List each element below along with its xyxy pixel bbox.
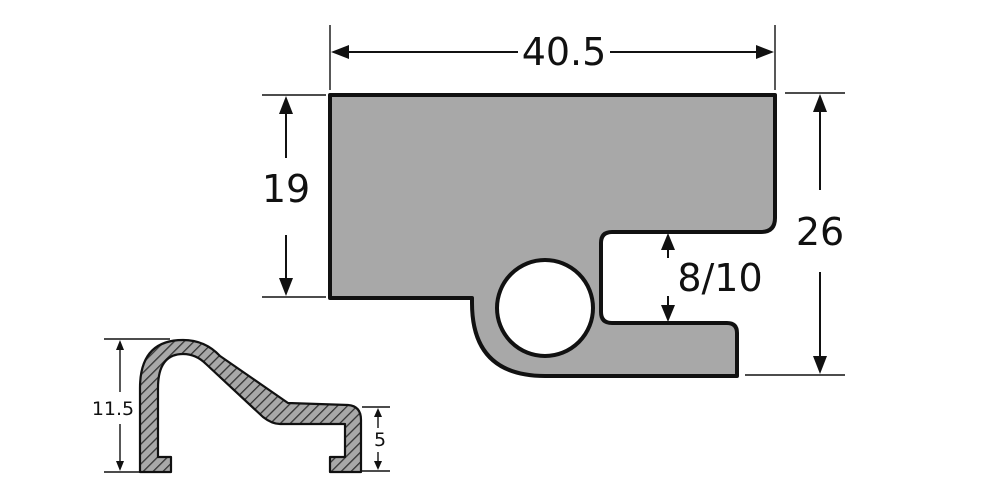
dimension-slot: 8/10 bbox=[661, 233, 763, 322]
arrow-up bbox=[116, 340, 124, 350]
dimension-height-left: 19 bbox=[262, 94, 326, 298]
dimension-height-left-label: 19 bbox=[262, 167, 310, 211]
dimension-width-label: 40.5 bbox=[522, 30, 607, 74]
main-profile bbox=[328, 93, 777, 378]
dimension-slot-label: 8/10 bbox=[677, 256, 762, 300]
dimension-height-right: 26 bbox=[745, 92, 845, 376]
arrow-down bbox=[116, 461, 124, 471]
main-profile-body bbox=[328, 93, 777, 378]
arrow-left bbox=[331, 45, 349, 59]
arrow-down bbox=[279, 278, 293, 296]
small-profile-body bbox=[138, 338, 363, 474]
arrow-right bbox=[756, 45, 774, 59]
dimension-width: 40.5 bbox=[329, 25, 776, 90]
arrow-down bbox=[661, 305, 675, 322]
dimension-small-height: 11.5 bbox=[92, 338, 170, 473]
dimension-height-right-label: 26 bbox=[796, 210, 844, 254]
arrow-down bbox=[374, 461, 382, 470]
small-profile bbox=[138, 338, 363, 474]
arrow-up bbox=[661, 233, 675, 250]
arrow-up bbox=[279, 96, 293, 114]
dimension-small-lip: 5 bbox=[362, 406, 390, 472]
dimension-small-lip-label: 5 bbox=[374, 429, 386, 451]
main-profile-hole bbox=[495, 258, 595, 358]
arrow-up bbox=[813, 94, 827, 112]
arrow-down bbox=[813, 356, 827, 374]
arrow-up bbox=[374, 408, 382, 417]
dimension-small-height-label: 11.5 bbox=[92, 398, 134, 420]
